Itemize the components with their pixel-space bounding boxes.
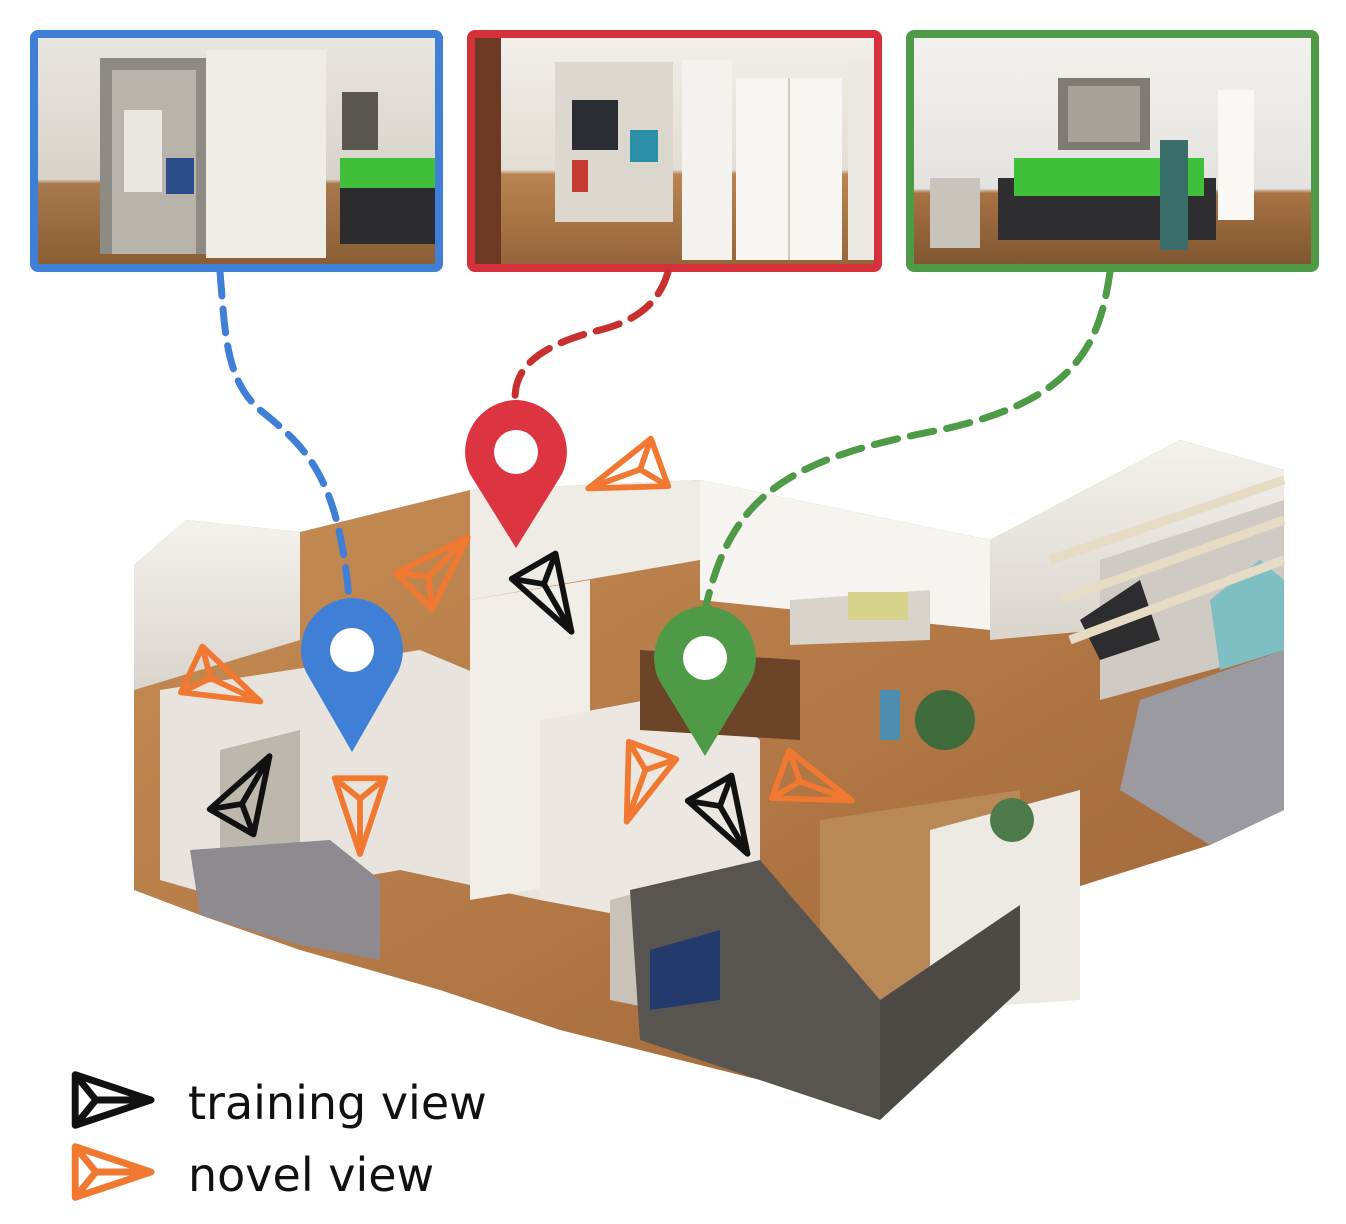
red-view-panel [467,30,882,272]
novel-camera-icon [393,534,471,612]
map-pin-icon [654,606,756,756]
green-view-panel [906,30,1319,272]
legend-training-label: training view [188,1076,487,1130]
legend-novel-label: novel view [188,1148,435,1202]
map-pin-icon [301,598,403,752]
map-pin-icon [465,400,567,548]
novel-camera-icon [585,435,672,492]
blue-view-panel [30,30,443,272]
novel-camera-icon [178,643,264,705]
novel-camera-icon [331,775,389,857]
blue-connector-line [216,268,354,614]
legend-training-camera-icon [71,1071,155,1129]
training-camera-icon [684,772,751,857]
training-camera-icon [508,550,575,635]
legend-novel-camera-icon [71,1143,155,1201]
novel-camera-icon [623,738,680,825]
green-connector-line [701,268,1114,614]
novel-camera-icon [768,747,855,804]
red-connector-line [511,268,672,404]
training-camera-icon [206,753,273,838]
scene-3d-model [134,440,1286,1120]
